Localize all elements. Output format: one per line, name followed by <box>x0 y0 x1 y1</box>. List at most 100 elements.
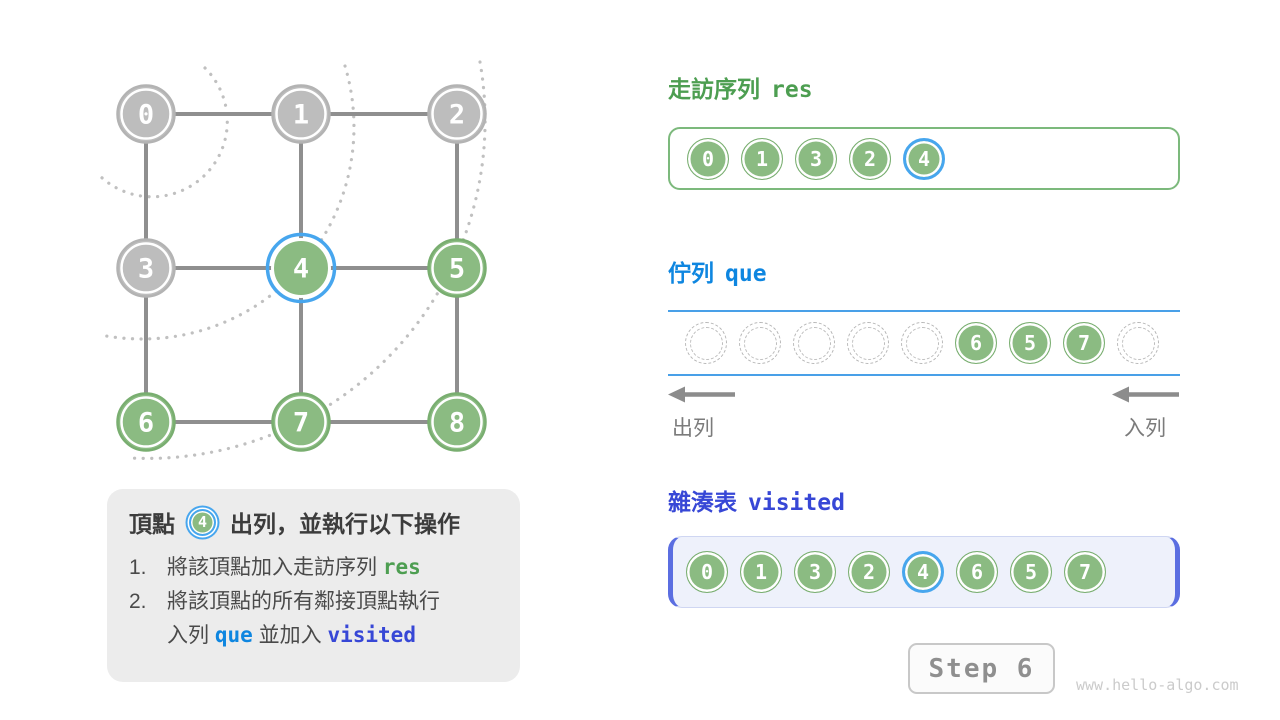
chip-label: 7 <box>1077 331 1091 355</box>
operation-info-box: 頂點 4 出列，並執行以下操作 1. 將該頂點加入走訪序列 res 2. 將該頂… <box>107 489 520 682</box>
graph-node-label: 2 <box>449 100 465 131</box>
node-chip-4: 4 <box>903 137 945 180</box>
bfs-wave-arc <box>99 64 356 341</box>
chip-label: 3 <box>808 560 822 584</box>
current-vertex-badge: 4 <box>189 508 216 536</box>
node-chip-5: 5 <box>1010 551 1052 593</box>
node-circle <box>427 84 487 144</box>
enqueue-label: 入列 <box>1124 417 1166 440</box>
graph-node-label: 3 <box>138 254 154 285</box>
chip-label: 4 <box>917 146 931 171</box>
dequeue-label: 出列 <box>672 417 714 440</box>
bfs-wave-arc <box>128 60 487 461</box>
graph-node-label: 6 <box>138 408 154 439</box>
info-title-suffix: 出列，並執行以下操作 <box>230 511 460 537</box>
node-circle <box>116 392 176 452</box>
step-number: 2. <box>129 590 147 613</box>
graph-node-0: 0 <box>116 84 176 144</box>
chip-label: 2 <box>863 146 877 171</box>
res-heading-code: res <box>771 77 813 103</box>
visited-hash-box: 0 1 3 2 4 6 5 7 <box>668 536 1180 608</box>
graph-node-8: 8 <box>427 392 487 452</box>
node-circle <box>116 238 176 298</box>
node-chip-7: 7 <box>1064 551 1106 593</box>
chip-label: 0 <box>700 560 714 584</box>
node-circle <box>116 84 176 144</box>
chip-label: 1 <box>755 146 769 171</box>
node-circle <box>427 392 487 452</box>
graph-node-7: 7 <box>271 392 331 452</box>
current-vertex-badge-label: 4 <box>197 513 208 531</box>
empty-slot <box>793 322 835 364</box>
step-text-cjk: 將該頂點的所有鄰接頂點執行 <box>167 590 440 613</box>
queue-box: 6 5 7 <box>668 310 1180 376</box>
graph-node-label: 7 <box>293 408 309 439</box>
code-res: res <box>382 555 421 579</box>
code-que: que <box>214 623 253 647</box>
step-indicator: Step 6 <box>908 643 1055 694</box>
enqueue-arrow-icon <box>1112 386 1179 403</box>
step-text: 將該頂點加入走訪序列 res <box>167 553 421 582</box>
chip-label: 4 <box>916 560 930 584</box>
graph-node-3: 3 <box>116 238 176 298</box>
node-circle <box>271 238 331 298</box>
node-inner-ring <box>431 242 483 294</box>
queue-section-heading: 佇列 que <box>668 254 767 288</box>
chip-label: 7 <box>1078 560 1092 584</box>
graph-node-4: 4 <box>265 232 337 304</box>
node-chip-1: 1 <box>740 551 782 593</box>
visited-heading-code: visited <box>748 490 845 516</box>
graph-node-label: 4 <box>293 254 309 285</box>
node-chip-7: 7 <box>1063 322 1105 364</box>
graph-node-label: 8 <box>449 408 465 439</box>
res-section-heading: 走訪序列 res <box>668 70 813 104</box>
chip-label: 5 <box>1024 560 1038 584</box>
node-circle <box>271 392 331 452</box>
visited-section-heading: 雜湊表 visited <box>668 483 845 517</box>
node-chip-5: 5 <box>1009 322 1051 364</box>
step-text: 入列 que 並加入 visited <box>167 621 416 650</box>
node-chip-0: 0 <box>687 137 729 180</box>
node-chip-0: 0 <box>686 551 728 593</box>
graph-node-6: 6 <box>116 392 176 452</box>
node-circle <box>271 84 331 144</box>
step-indicator-label: Step 6 <box>928 653 1035 684</box>
chip-label: 6 <box>970 560 984 584</box>
info-step-1: 1. 將該頂點加入走訪序列 res <box>129 553 498 582</box>
info-title: 頂點 4 出列，並執行以下操作 <box>129 505 498 539</box>
dequeue-arrow-icon <box>668 386 735 403</box>
node-chip-2: 2 <box>848 551 890 593</box>
empty-slot <box>1117 322 1159 364</box>
node-inner-ring <box>275 396 327 448</box>
empty-slot <box>685 322 727 364</box>
info-step-2: 2. 將該頂點的所有鄰接頂點執行 <box>129 587 498 616</box>
bfs-wave-arc <box>97 66 229 199</box>
graph-node-label: 1 <box>293 100 309 131</box>
node-inner-ring <box>275 88 327 140</box>
chip-label: 5 <box>1023 331 1037 355</box>
node-chip-1: 1 <box>741 137 783 180</box>
info-title-prefix: 頂點 <box>129 511 175 537</box>
code-visited: visited <box>327 623 416 647</box>
graph-node-label: 5 <box>449 254 465 285</box>
chip-label: 3 <box>809 146 823 171</box>
node-inner-ring <box>120 88 172 140</box>
graph-node-2: 2 <box>427 84 487 144</box>
node-chip-6: 6 <box>955 322 997 364</box>
node-inner-ring <box>431 396 483 448</box>
node-chip-3: 3 <box>795 137 837 180</box>
node-chip-3: 3 <box>794 551 836 593</box>
node-inner-ring <box>120 242 172 294</box>
chip-label: 1 <box>754 560 768 584</box>
step-text-cjk: 並加入 <box>258 624 322 647</box>
chip-label: 2 <box>862 560 876 584</box>
graph-node-label: 0 <box>138 100 154 131</box>
info-step-2-cont: 入列 que 並加入 visited <box>129 621 498 650</box>
step-number: 1. <box>129 556 147 579</box>
res-sequence-box: 0 1 3 2 4 <box>668 127 1180 190</box>
node-circle <box>427 238 487 298</box>
visited-heading-cjk: 雜湊表 <box>668 489 737 515</box>
graph-node-5: 5 <box>427 238 487 298</box>
queue-heading-cjk: 佇列 <box>668 260 714 286</box>
node-chip-2: 2 <box>849 137 891 180</box>
